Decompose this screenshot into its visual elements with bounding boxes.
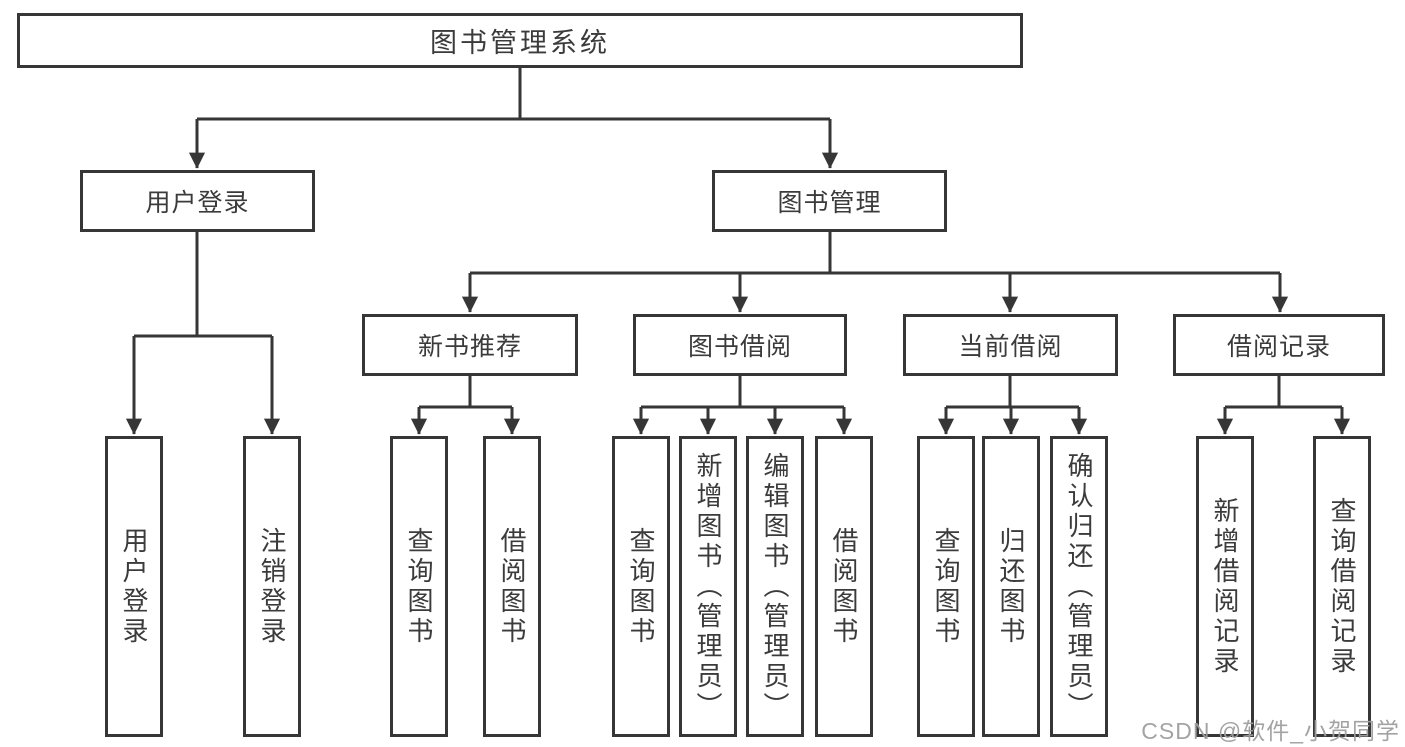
node-user-login: 用户登录: [80, 170, 315, 232]
leaf-add-book-admin: 新增图书（管理员）: [679, 436, 737, 737]
leaf-logout: 注销登录: [243, 436, 301, 737]
leaf-add-borrow-record: 新增借阅记录: [1196, 436, 1254, 737]
node-library-system-root: 图书管理系统: [17, 13, 1023, 68]
leaf-query-books-borrow: 查询图书: [612, 436, 670, 737]
leaf-query-books-current: 查询图书: [917, 436, 975, 737]
csdn-watermark: CSDN @软件_小贺同学: [1141, 718, 1400, 744]
leaf-user-login: 用户登录: [105, 436, 163, 737]
leaf-edit-book-admin: 编辑图书（管理员）: [746, 436, 804, 737]
node-new-book-recommend: 新书推荐: [362, 314, 578, 376]
leaf-query-borrow-record: 查询借阅记录: [1313, 436, 1371, 737]
leaf-borrow-books: 借阅图书: [815, 436, 873, 737]
node-book-management: 图书管理: [712, 170, 947, 232]
node-book-borrow: 图书借阅: [633, 314, 847, 376]
leaf-query-books-recommend: 查询图书: [390, 436, 448, 737]
leaf-borrow-books-recommend: 借阅图书: [483, 436, 541, 737]
node-borrow-records: 借阅记录: [1173, 314, 1385, 376]
leaf-confirm-return-admin: 确认归还（管理员）: [1050, 436, 1108, 737]
leaf-return-book: 归还图书: [982, 436, 1040, 737]
node-current-borrow: 当前借阅: [903, 314, 1118, 376]
